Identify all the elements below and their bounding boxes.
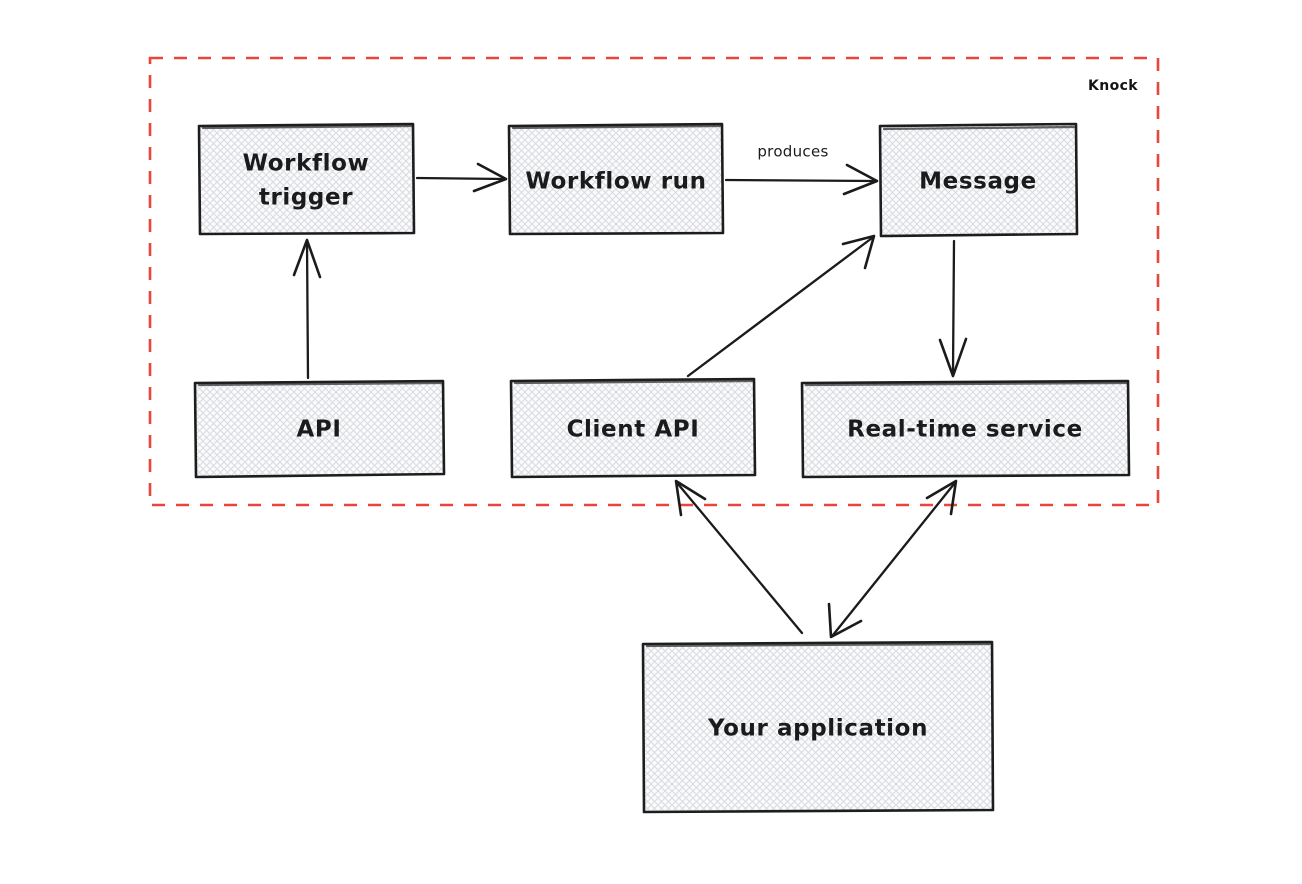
knock-boundary-label: Knock <box>1088 78 1138 94</box>
node-client-api-shape <box>509 377 757 479</box>
node-api[interactable]: API <box>193 379 446 479</box>
node-client-api-edge-accent <box>513 379 754 385</box>
node-your-application-label: Your application <box>707 716 928 742</box>
edge-your-application-to-client-api <box>674 479 804 635</box>
node-real-time-service-shape <box>800 379 1131 479</box>
node-message[interactable]: Message <box>878 122 1079 238</box>
edge-message-to-real-time-service <box>938 239 968 378</box>
node-api-shape <box>193 379 446 479</box>
node-your-application-edge-accent <box>645 642 992 648</box>
node-your-application[interactable]: Your application <box>641 640 995 814</box>
edge-trigger-to-run-arrowhead <box>472 162 508 193</box>
edge-client-api-to-message-arrowhead <box>841 234 876 270</box>
node-workflow-trigger-edge-accent <box>201 124 413 130</box>
node-api-edge-accent <box>197 381 443 387</box>
node-message-label: Message <box>919 169 1037 195</box>
node-workflow-trigger-label-line-1: Workflow <box>243 151 370 177</box>
node-your-application-shape <box>641 640 995 814</box>
node-client-api[interactable]: Client API <box>509 377 757 479</box>
edge-run-to-message-label: produces <box>757 143 828 161</box>
edge-trigger-to-run-line <box>415 176 506 181</box>
node-workflow-trigger-shape <box>197 122 416 236</box>
knock-boundary-rect <box>148 56 1160 507</box>
node-workflow-trigger[interactable]: Workflow trigger <box>197 122 416 236</box>
node-workflow-run-shape <box>507 122 725 236</box>
edge-your-application-to-client-api-line <box>676 482 804 635</box>
node-api-label: API <box>296 417 341 443</box>
node-workflow-run-label: Workflow run <box>525 169 706 195</box>
edge-api-to-trigger-line <box>305 240 310 380</box>
node-real-time-service-label: Real-time service <box>847 417 1083 443</box>
edge-real-time-service-to-your-application-arrowhead-top <box>925 479 958 516</box>
node-workflow-run-edge-accent <box>511 124 722 130</box>
edge-client-api-to-message <box>686 234 876 378</box>
node-message-shape <box>878 122 1079 238</box>
edge-run-to-message: produces <box>724 143 879 196</box>
edge-client-api-to-message-line <box>686 236 874 378</box>
edge-run-to-message-line <box>724 178 877 183</box>
edge-run-to-message-arrowhead <box>842 163 879 196</box>
knock-boundary-group: Knock <box>148 56 1160 507</box>
node-client-api-label: Client API <box>567 417 700 443</box>
edge-message-to-real-time-service-line <box>951 239 956 375</box>
edge-api-to-trigger <box>292 238 322 380</box>
edge-real-time-service-to-your-application <box>827 479 958 639</box>
node-real-time-service[interactable]: Real-time service <box>800 379 1131 479</box>
node-workflow-run[interactable]: Workflow run <box>507 122 725 236</box>
node-message-edge-accent <box>882 125 1076 131</box>
edge-real-time-service-to-your-application-arrowhead-bottom <box>827 602 863 639</box>
edge-your-application-to-client-api-arrowhead <box>674 479 707 517</box>
edge-real-time-service-to-your-application-line <box>831 482 956 637</box>
node-real-time-service-edge-accent <box>804 381 1128 387</box>
node-workflow-trigger-label-line-2: trigger <box>259 185 353 211</box>
edge-api-to-trigger-arrowhead <box>292 238 322 279</box>
edge-trigger-to-run <box>415 162 508 193</box>
edge-message-to-real-time-service-arrowhead <box>938 337 968 378</box>
